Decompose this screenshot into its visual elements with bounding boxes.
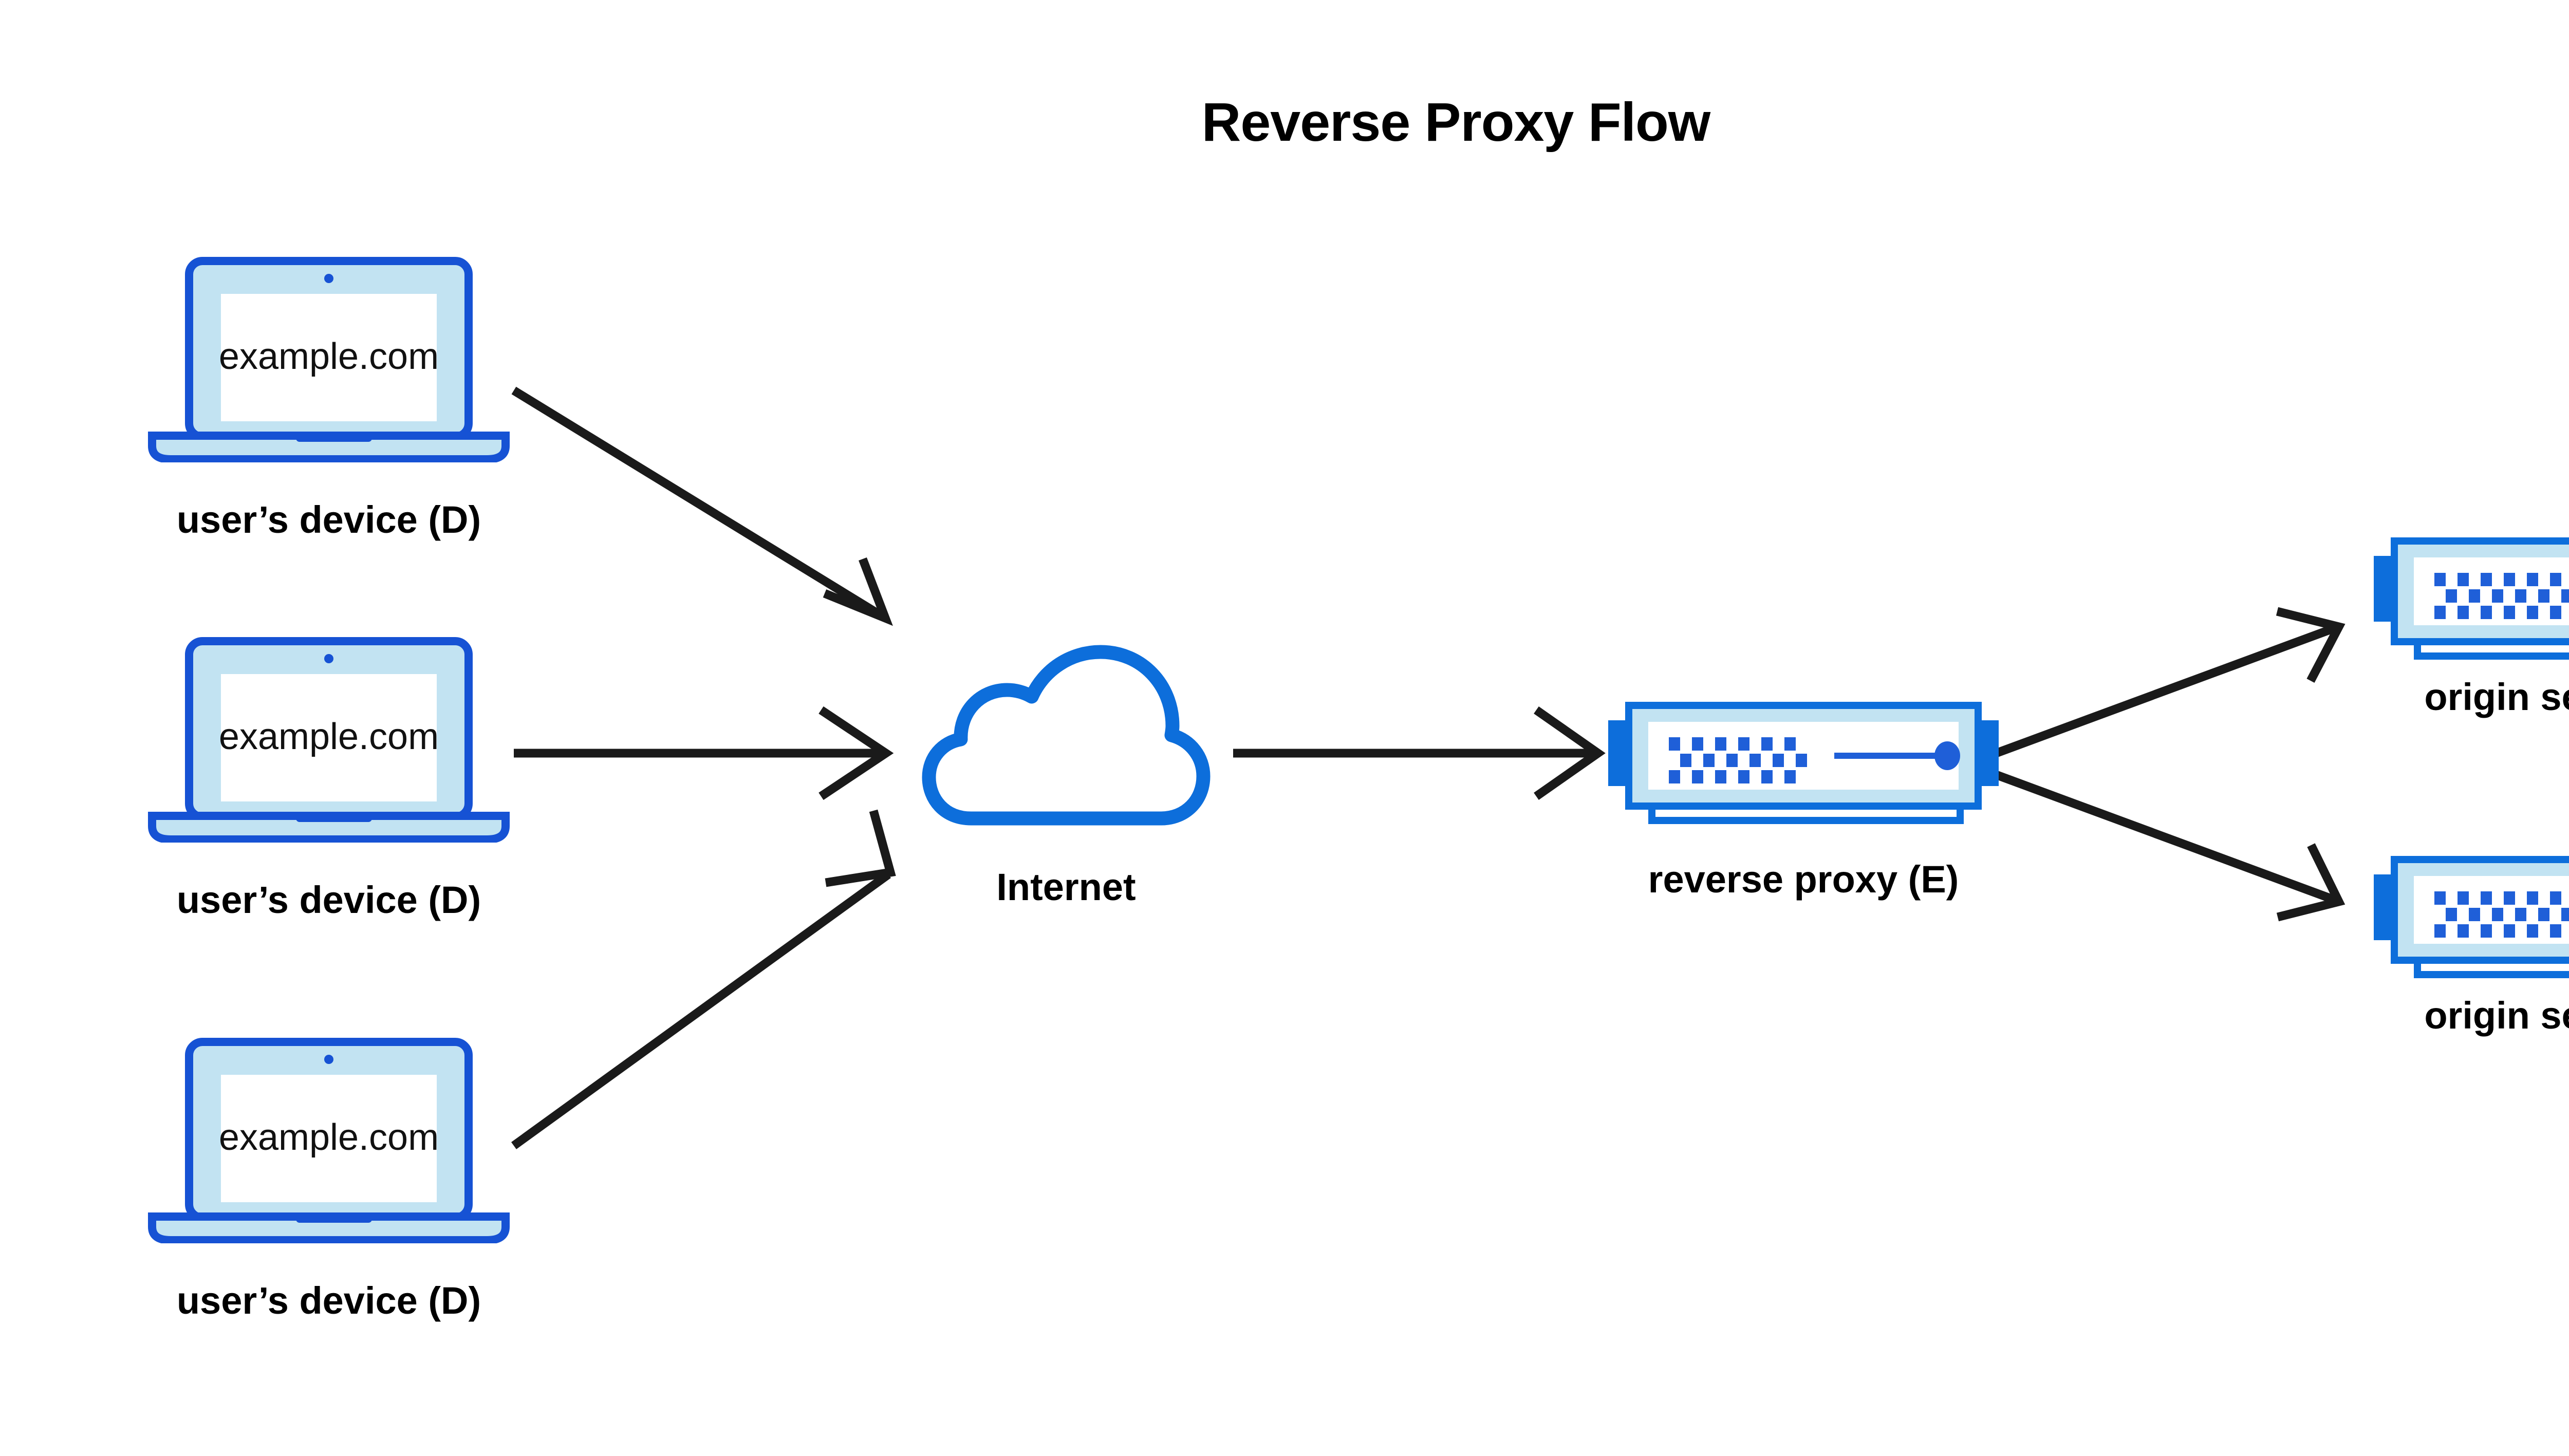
edge-client-bottom-to-internet (511, 809, 896, 1149)
edge-proxy-to-origin-bottom (1995, 771, 2345, 922)
client-screen-text: example.com (218, 716, 439, 757)
edge-internet-to-proxy (1233, 706, 1606, 800)
origin-server-top-label: origin server (F) (2424, 676, 2569, 718)
client-device-bottom-label: user’s device (D) (176, 1279, 481, 1322)
edge-client-middle-to-internet (514, 706, 894, 800)
internet-cloud[interactable] (920, 645, 1213, 835)
laptop-icon (148, 637, 510, 844)
page-title: Reverse Proxy Flow (1201, 92, 1710, 153)
laptop-icon (148, 257, 510, 463)
server-icon (1608, 702, 1999, 824)
server-icon (2374, 537, 2569, 660)
edge-proxy-to-origin-top (1995, 607, 2345, 757)
server-icon (2374, 856, 2569, 978)
reverse-proxy-label: reverse proxy (E) (1648, 858, 1959, 901)
internet-cloud-label: Internet (996, 866, 1136, 908)
cloud-icon (922, 645, 1211, 826)
origin-server-bottom[interactable] (2374, 850, 2569, 984)
client-device-top-label: user’s device (D) (176, 498, 481, 541)
reverse-proxy-node[interactable] (1608, 696, 1999, 830)
origin-server-bottom-label: origin server (F) (2424, 994, 2569, 1037)
client-device-middle[interactable]: example.com (144, 637, 514, 844)
laptop-icon (148, 1038, 510, 1244)
client-device-middle-label: user’s device (D) (176, 879, 481, 921)
client-screen-text: example.com (218, 336, 439, 377)
origin-server-top[interactable] (2374, 532, 2569, 665)
client-screen-text: example.com (218, 1117, 439, 1158)
client-device-top[interactable]: example.com (144, 257, 514, 463)
edge-client-top-to-internet (511, 386, 893, 626)
client-device-bottom[interactable]: example.com (144, 1038, 514, 1244)
